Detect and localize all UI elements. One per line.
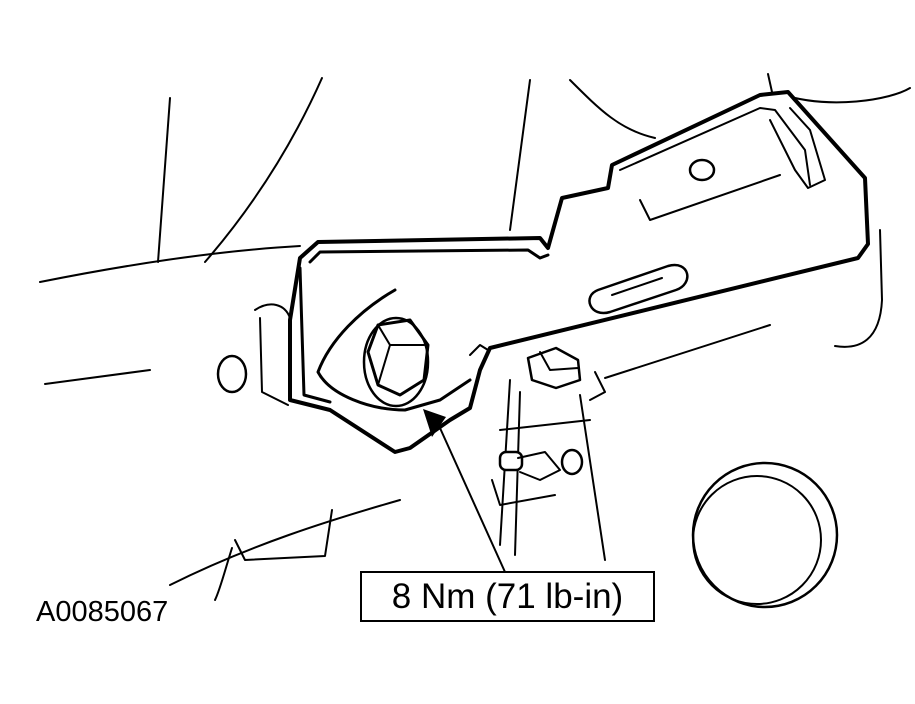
nut	[526, 346, 582, 390]
frame-member	[214, 303, 333, 601]
bracket	[288, 90, 870, 454]
round-plug	[691, 461, 839, 609]
torque-label: 8 Nm (71 lb-in)	[391, 576, 624, 616]
locator-pin	[216, 354, 248, 394]
stud-pin	[498, 448, 584, 481]
bolt	[362, 316, 430, 408]
background-lines	[39, 73, 911, 586]
arrow-up-left-icon	[423, 409, 446, 437]
leader-arrow	[423, 409, 506, 573]
torque-callout: 8 Nm (71 lb-in)	[360, 571, 655, 622]
figure-id: A0085067	[36, 596, 169, 628]
